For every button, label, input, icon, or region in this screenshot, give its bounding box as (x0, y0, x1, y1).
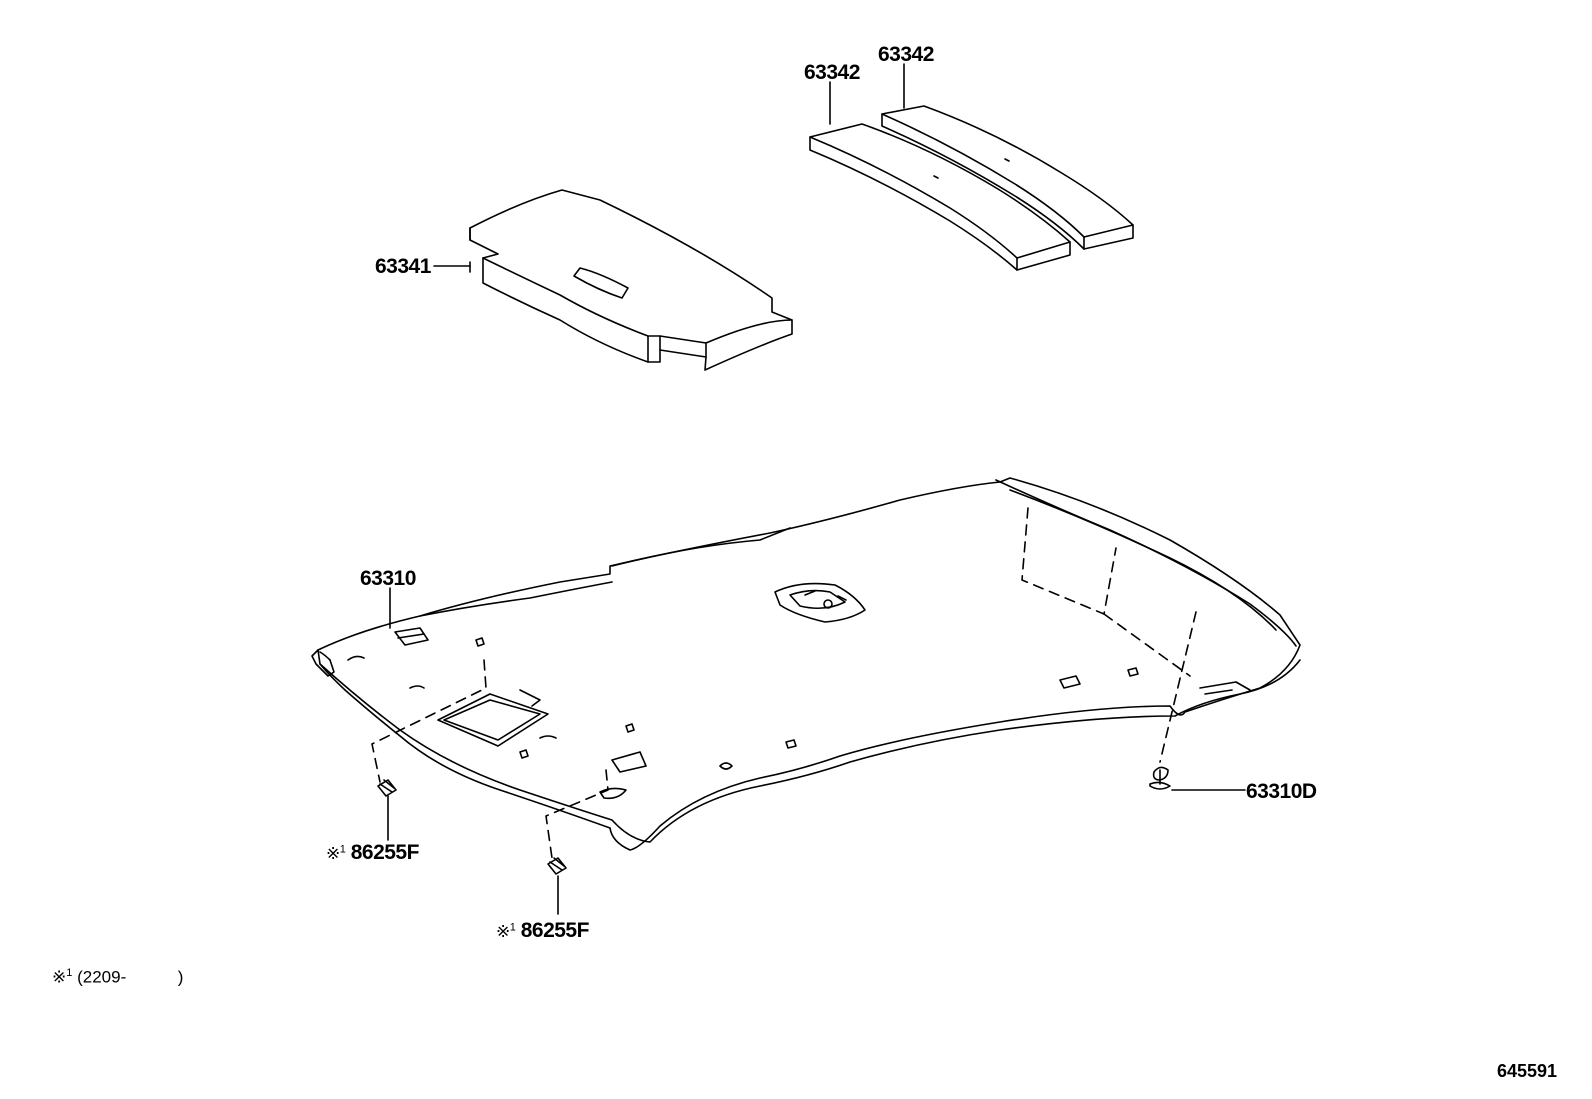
leader-lines (387, 63, 1246, 915)
footnote-close-paren: ) (177, 967, 184, 987)
note-mark: ※1 (496, 921, 516, 941)
insulator-strip-left (809, 123, 1071, 271)
footnote: ※1 (2209- ) (52, 967, 184, 987)
footnote-date-range: (2209- (77, 967, 127, 987)
callout-63310: 63310 (360, 567, 416, 590)
dashed-guide-lines (371, 507, 1197, 859)
callout-63342-right: 63342 (878, 43, 934, 66)
callout-86255f-left: ※1 86255F (326, 841, 419, 864)
callout-86255f-right: ※1 86255F (496, 919, 589, 942)
callout-63310d: 63310D (1246, 780, 1317, 803)
insulator-strip-right (881, 105, 1134, 250)
clip-86255f-left (377, 779, 397, 797)
callout-63341: 63341 (375, 255, 431, 278)
clip-86255f-right (547, 857, 567, 875)
roof-silencer-pad (469, 189, 793, 371)
figure-number: 645591 (1497, 1061, 1558, 1081)
clip-63310d (1149, 766, 1171, 790)
roof-headliner (311, 477, 1301, 851)
note-mark: ※1 (326, 843, 346, 863)
callout-63342-left: 63342 (804, 61, 860, 84)
